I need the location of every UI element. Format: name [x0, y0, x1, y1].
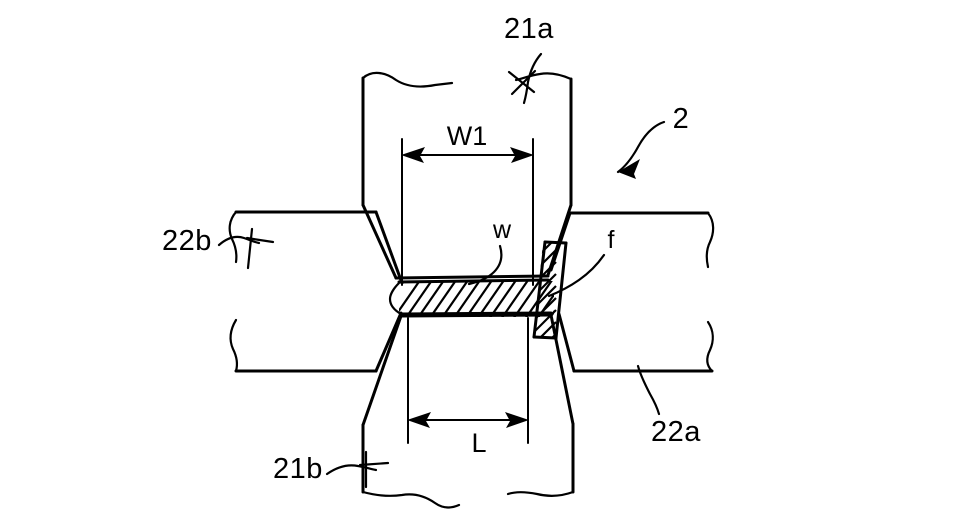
leader-22a	[636, 364, 661, 416]
leader-weld-bead	[467, 244, 503, 286]
leader-assembly-2	[616, 120, 666, 179]
dimension-w1	[401, 138, 534, 286]
upper-electrode	[361, 71, 573, 280]
label-right-workpiece: 22a	[651, 416, 701, 448]
flash	[532, 240, 568, 340]
dimension-label-l: L	[471, 428, 486, 458]
label-flash: f	[608, 226, 615, 254]
leader-21b	[325, 450, 390, 489]
dimension-label-w1: W1	[447, 121, 488, 151]
left-workpiece	[228, 210, 404, 373]
leader-22b	[217, 227, 275, 270]
label-upper-electrode: 21a	[504, 13, 554, 45]
dimension-l	[407, 317, 529, 444]
leader-flash	[547, 253, 606, 298]
lower-electrode	[361, 313, 575, 509]
leader-21a	[507, 52, 543, 105]
label-left-workpiece: 22b	[162, 225, 212, 257]
label-weld-bead: w	[492, 216, 512, 244]
label-assembly: 2	[673, 103, 690, 135]
label-lower-electrode: 21b	[273, 453, 323, 485]
right-workpiece	[549, 211, 715, 373]
